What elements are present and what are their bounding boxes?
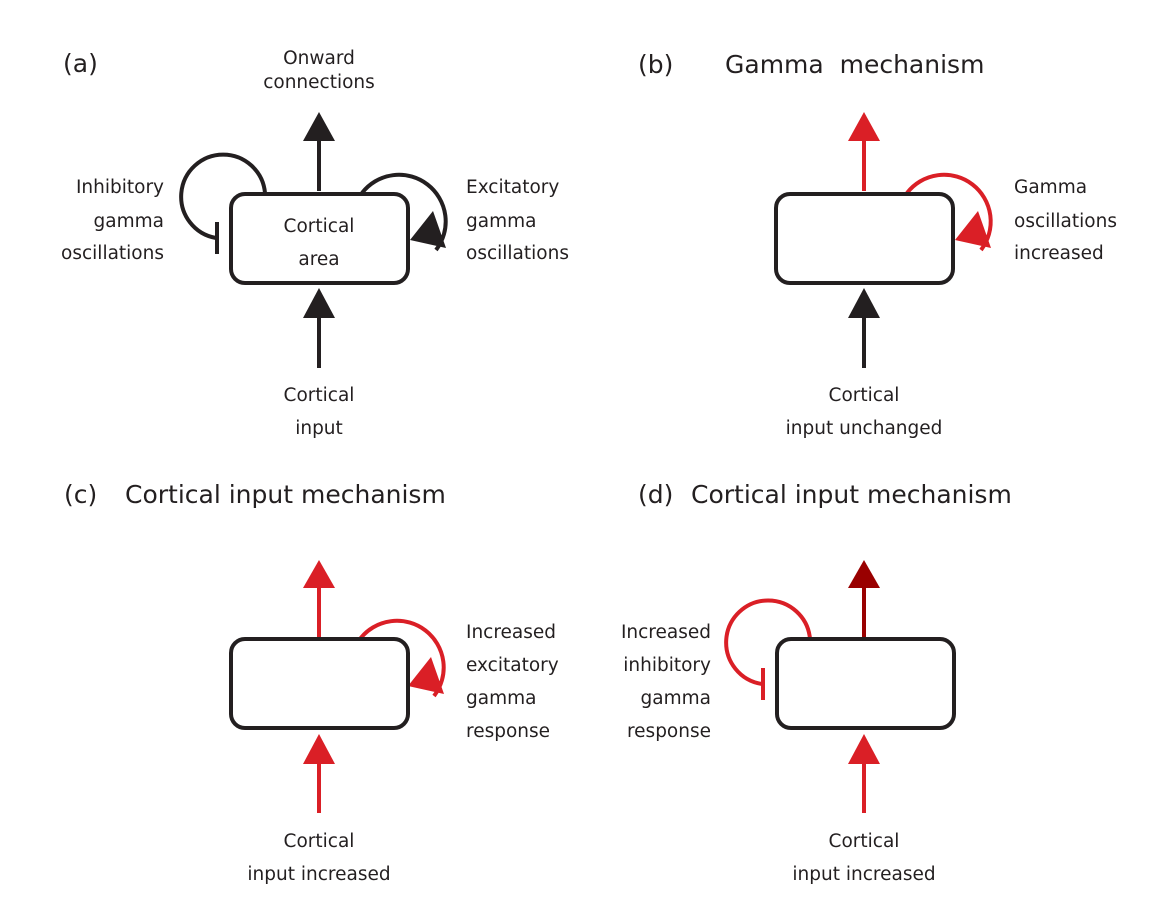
- panel-b-label: (b): [638, 50, 673, 79]
- input-label-line-2: input increased: [247, 864, 390, 885]
- input-label-line-1: Cortical: [284, 385, 355, 406]
- panel-b: (b) Gamma mechanism Gamma oscillations i…: [638, 50, 1117, 439]
- input-arrowhead-icon: [848, 734, 880, 764]
- output-arrowhead-icon: [848, 112, 880, 141]
- excitatory-label-line-1: Gamma: [1014, 177, 1087, 198]
- output-label-line-2: connections: [263, 72, 375, 93]
- panel-c: (c) Cortical input mechanism Increased e…: [64, 480, 559, 885]
- inhibitory-label-line-4: response: [627, 721, 711, 742]
- input-label-line-1: Cortical: [284, 831, 355, 852]
- input-arrow: [303, 734, 335, 813]
- input-label-line-2: input increased: [792, 864, 935, 885]
- excitatory-label-line-3: gamma: [466, 688, 536, 709]
- inhibitory-label-line-2: inhibitory: [623, 655, 711, 676]
- output-arrowhead-icon: [303, 112, 335, 141]
- excitatory-arrowhead-icon: [955, 211, 991, 248]
- input-label-line-2: input: [295, 418, 343, 439]
- input-arrowhead-icon: [848, 288, 880, 318]
- output-arrow: [848, 112, 880, 191]
- box-label-line-1: Cortical: [284, 216, 355, 237]
- output-arrowhead-icon: [303, 560, 335, 588]
- output-label-line-1: Onward: [283, 48, 355, 69]
- excitatory-loop-arc: [360, 172, 448, 252]
- cortical-area-box: [229, 192, 410, 285]
- input-label-line-1: Cortical: [829, 385, 900, 406]
- inhibitory-label-line-3: gamma: [641, 688, 711, 709]
- input-arrowhead-icon: [303, 288, 335, 318]
- panel-c-label: (c): [64, 480, 97, 509]
- cortical-area-box: [774, 192, 955, 285]
- excitatory-loop-arc: [905, 172, 993, 252]
- input-arrow: [848, 288, 880, 368]
- excitatory-loop: [358, 618, 446, 698]
- inhibitory-loop-arc: [179, 152, 267, 240]
- excitatory-label-line-2: gamma: [466, 211, 536, 232]
- excitatory-label-line-3: oscillations: [466, 243, 569, 264]
- excitatory-loop: [905, 172, 993, 252]
- input-arrow: [303, 288, 335, 368]
- excitatory-loop: [360, 172, 448, 252]
- panel-b-title: Gamma mechanism: [725, 50, 984, 79]
- panel-d-title: Cortical input mechanism: [691, 480, 1012, 509]
- panel-a: (a) Onward connections Inhibitory gamma …: [61, 48, 569, 439]
- excitatory-label-line-1: Excitatory: [466, 177, 559, 198]
- panel-c-title: Cortical input mechanism: [125, 480, 446, 509]
- output-arrow: [303, 560, 335, 637]
- excitatory-label-line-1: Increased: [466, 622, 556, 643]
- output-arrow: [303, 112, 335, 191]
- excitatory-arrowhead-icon: [408, 657, 444, 694]
- inhibitory-loop: [179, 152, 267, 254]
- inhibitory-label-line-2: gamma: [94, 211, 164, 232]
- inhibitory-label-line-1: Inhibitory: [76, 177, 164, 198]
- excitatory-label-line-2: excitatory: [466, 655, 559, 676]
- input-label-line-2: input unchanged: [786, 418, 943, 439]
- excitatory-arrowhead-icon: [410, 211, 446, 248]
- inhibitory-loop: [724, 598, 812, 700]
- output-arrowhead-icon: [848, 560, 880, 588]
- output-arrow: [848, 560, 880, 637]
- panel-d: (d) Cortical input mechanism Increased i…: [621, 480, 1012, 885]
- excitatory-label-line-3: increased: [1014, 243, 1104, 264]
- panel-d-label: (d): [638, 480, 673, 509]
- box-label-line-2: area: [298, 249, 339, 270]
- input-arrow: [848, 734, 880, 813]
- inhibitory-label-line-1: Increased: [621, 622, 711, 643]
- inhibitory-label-line-3: oscillations: [61, 243, 164, 264]
- inhibitory-loop-arc: [724, 598, 812, 686]
- panel-a-label: (a): [63, 49, 98, 78]
- cortical-area-box: [229, 637, 410, 730]
- excitatory-label-line-2: oscillations: [1014, 211, 1117, 232]
- cortical-area-box: [775, 637, 956, 730]
- excitatory-loop-arc: [358, 618, 446, 698]
- input-arrowhead-icon: [303, 734, 335, 764]
- excitatory-label-line-4: response: [466, 721, 550, 742]
- input-label-line-1: Cortical: [829, 831, 900, 852]
